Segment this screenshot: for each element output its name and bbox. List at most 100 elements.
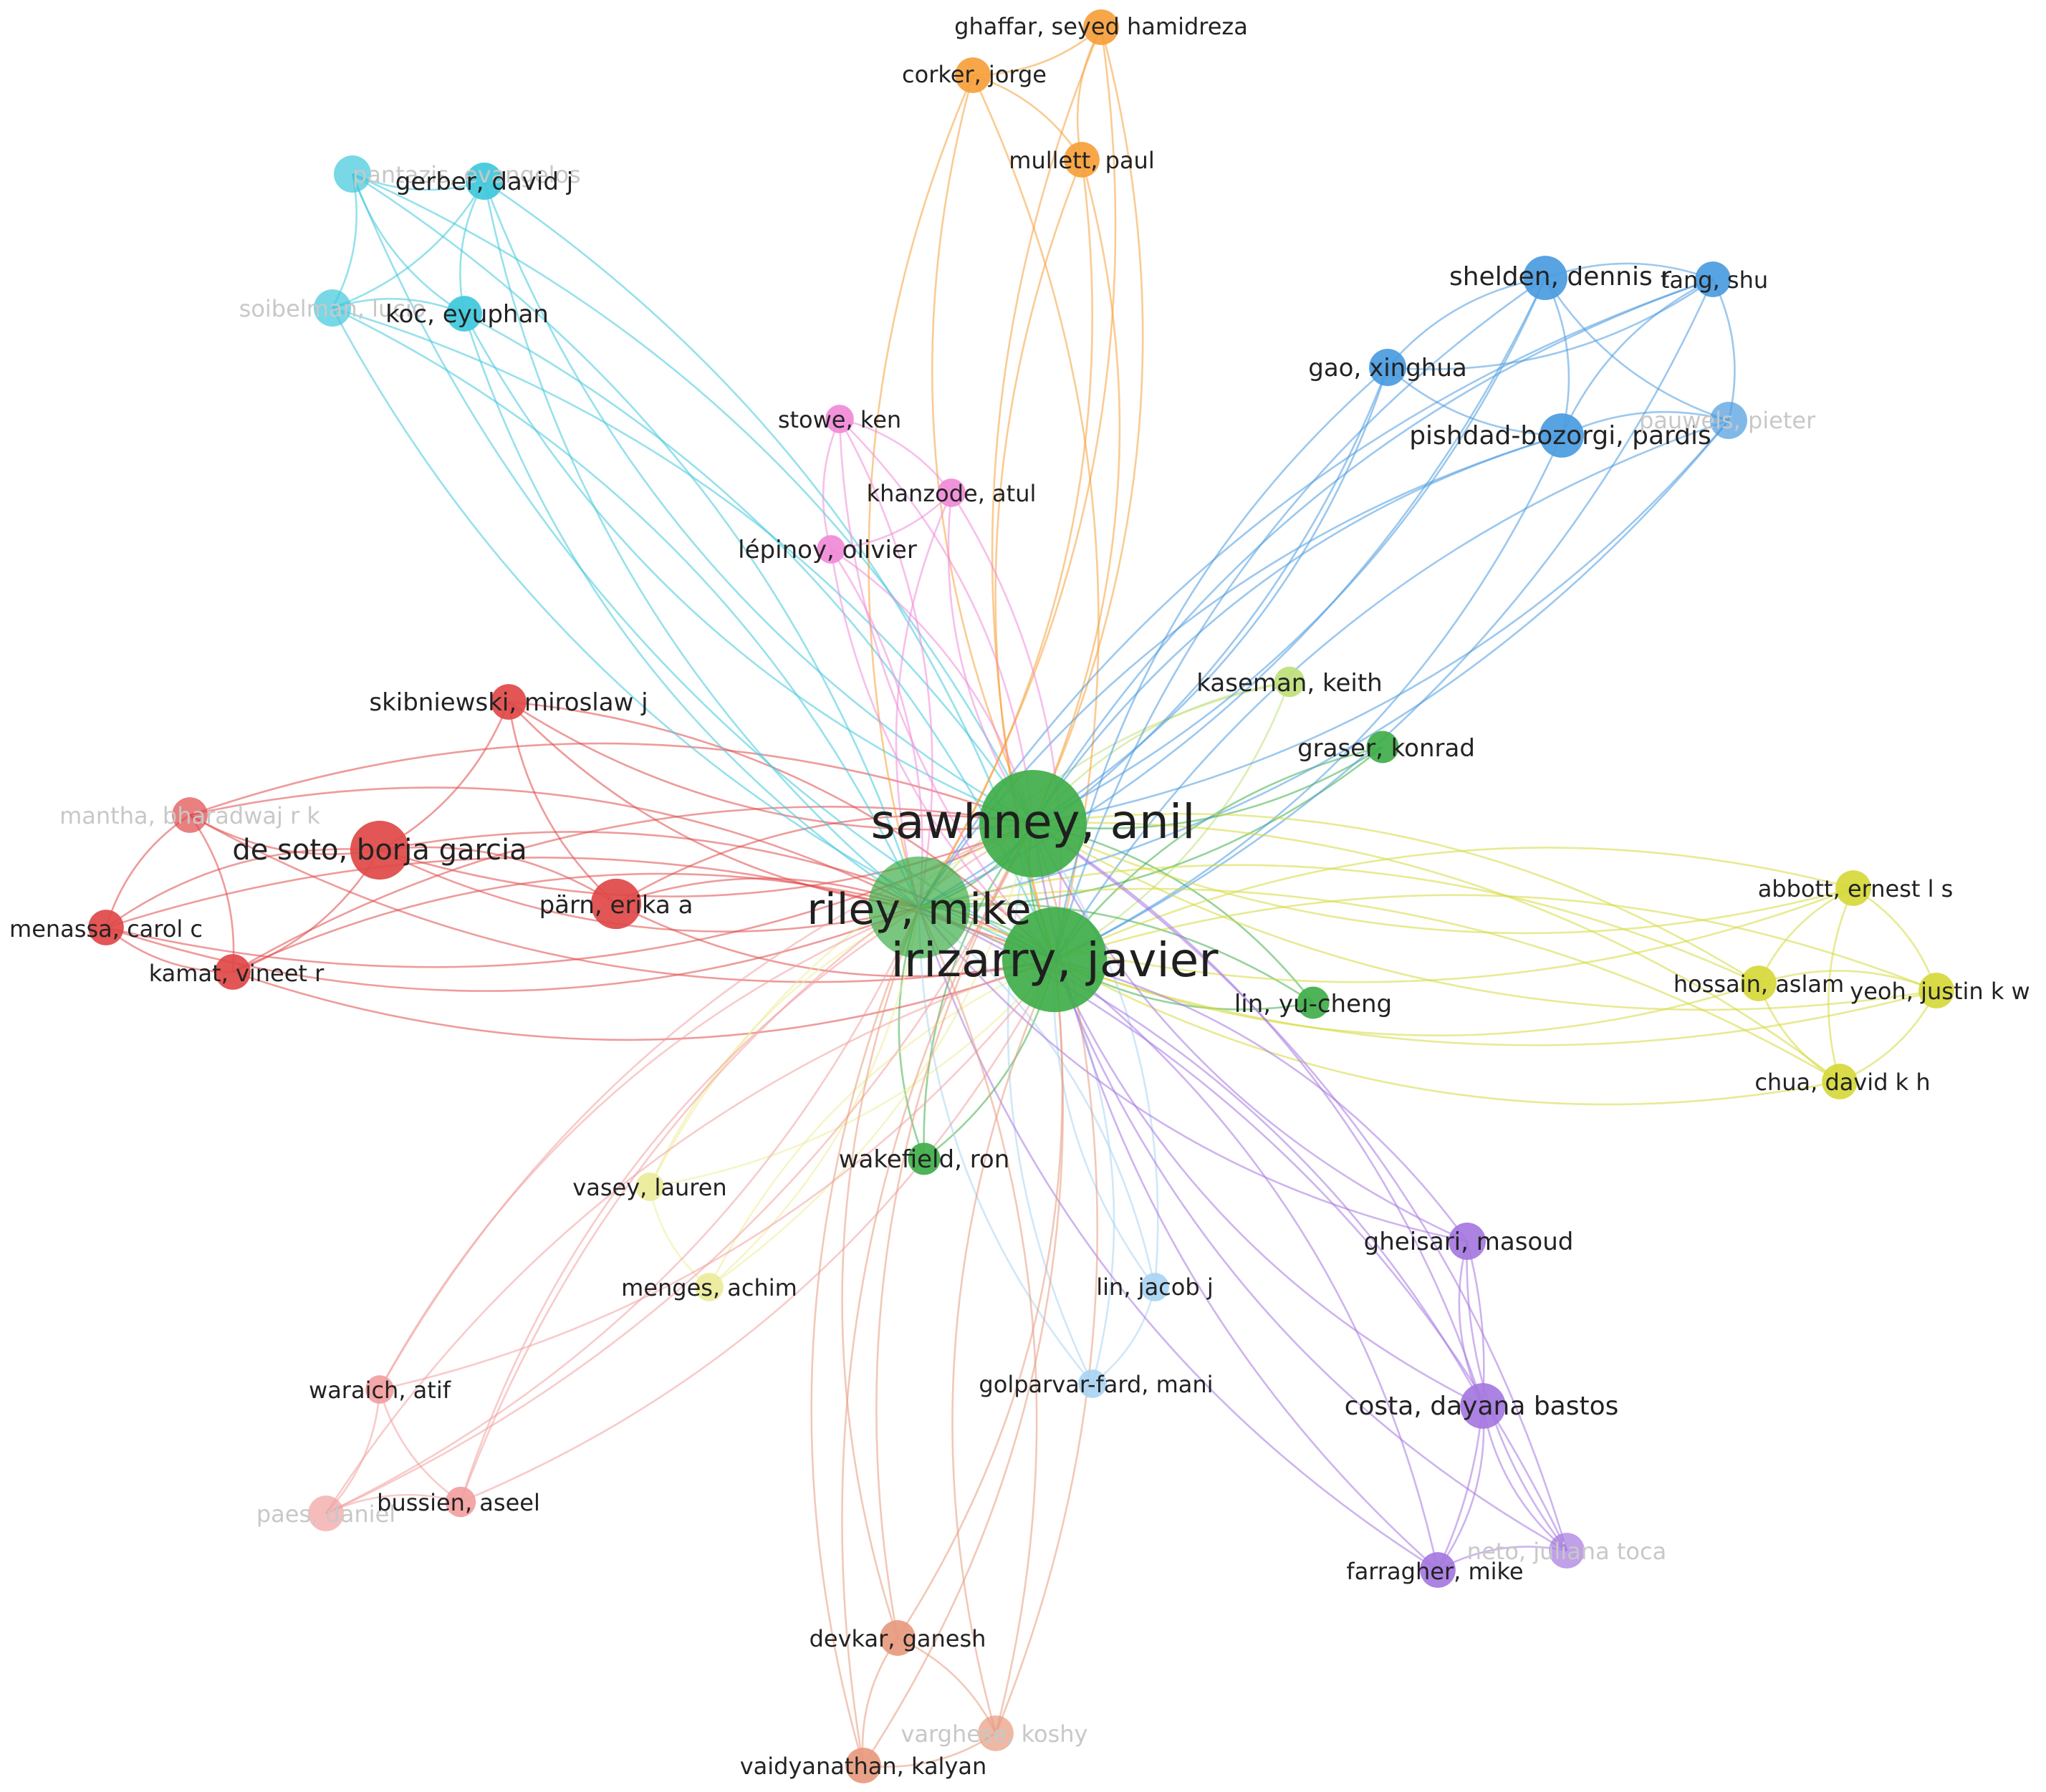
edge-desoto-parn: [379, 846, 617, 905]
node-linjacob[interactable]: [1140, 1273, 1169, 1301]
node-parn[interactable]: [590, 878, 642, 930]
node-irizarry[interactable]: [1002, 907, 1108, 1013]
edge-pantazis-koc: [351, 173, 465, 315]
edge-irizarry-pauwels: [1053, 419, 1729, 960]
node-costa[interactable]: [1460, 1383, 1506, 1429]
label-gheisari: gheisari, masoud: [1364, 1228, 1574, 1256]
edge-irizarry-varghese: [951, 959, 1056, 1734]
edge-sawhney-mullett: [1032, 159, 1121, 824]
node-farragher[interactable]: [1420, 1552, 1456, 1588]
node-waraich[interactable]: [365, 1375, 394, 1404]
edge-sawhney-koc: [463, 313, 1034, 825]
node-pauwels[interactable]: [1710, 402, 1747, 439]
node-desoto[interactable]: [350, 820, 410, 880]
node-mullett[interactable]: [1064, 142, 1100, 178]
edge-riley-waraich: [378, 906, 920, 1390]
node-vaidyanathan[interactable]: [845, 1748, 881, 1783]
node-stowe[interactable]: [825, 405, 854, 433]
node-abbott[interactable]: [1835, 870, 1871, 906]
edge-waraich-bussien: [378, 1389, 461, 1503]
edge-sawhney-gheisari: [1032, 823, 1468, 1243]
edge-sawhney-menges: [709, 823, 1034, 1288]
node-devkar[interactable]: [880, 1620, 916, 1656]
edge-sawhney-gerber: [483, 180, 1034, 825]
label-gerber: gerber, david j: [395, 168, 573, 196]
node-gheisari[interactable]: [1449, 1223, 1486, 1260]
nodes-layer: [88, 9, 1954, 1783]
node-khanzode[interactable]: [937, 478, 966, 507]
label-menges: menges, achim: [621, 1274, 797, 1301]
label-soibelman: soibelman, lucio: [239, 295, 426, 322]
edge-irizarry-abbott: [1054, 847, 1854, 961]
node-gerber[interactable]: [466, 163, 503, 200]
edge-irizarry-chua: [1054, 958, 1840, 1106]
edge-irizarry-menges: [708, 958, 1055, 1288]
node-shelden[interactable]: [1523, 256, 1567, 300]
edge-irizarry-hossain: [1054, 958, 1759, 1037]
node-soibelman[interactable]: [314, 289, 351, 327]
edge-sawhney-tang: [1032, 278, 1714, 824]
edge-riley-soibelman: [332, 307, 921, 908]
node-pishdad[interactable]: [1540, 413, 1584, 458]
edge-tang-pishdad: [1560, 278, 1714, 436]
edge-irizarry-stowe: [838, 418, 1055, 960]
label-riley: riley, mike: [807, 885, 1031, 935]
node-tocaneiro[interactable]: [1549, 1533, 1585, 1569]
edge-riley-desoto: [379, 849, 920, 933]
node-chua[interactable]: [1822, 1064, 1858, 1099]
edge-irizarry-mantha: [189, 814, 1055, 983]
node-corker[interactable]: [955, 57, 991, 93]
node-menges[interactable]: [695, 1273, 724, 1301]
label-costa: costa, dayana bastos: [1345, 1392, 1619, 1421]
node-hossain[interactable]: [1741, 965, 1777, 1001]
node-koc[interactable]: [446, 296, 482, 332]
node-lepinoy[interactable]: [817, 535, 845, 564]
edge-stowe-lepinoy: [822, 418, 841, 550]
label-paes: paes, daniel: [256, 1500, 395, 1528]
node-menassa[interactable]: [88, 910, 124, 945]
node-kaseman[interactable]: [1274, 666, 1305, 698]
node-skib[interactable]: [491, 684, 527, 720]
node-yeoh[interactable]: [1918, 973, 1954, 1008]
node-gao[interactable]: [1369, 349, 1406, 386]
label-linjacob: lin, jacob j: [1096, 1273, 1213, 1301]
node-kamat[interactable]: [215, 954, 251, 990]
edge-riley-vaidyanathan: [810, 907, 921, 1766]
edge-riley-hossain: [918, 864, 1759, 985]
edge-sawhney-mantha: [189, 742, 1034, 825]
node-vasey[interactable]: [635, 1172, 664, 1201]
edge-riley-gerber: [483, 180, 920, 909]
node-sawhney[interactable]: [979, 770, 1087, 877]
edges-layer: [105, 27, 1938, 1768]
node-riley[interactable]: [868, 856, 971, 959]
node-ghaffar[interactable]: [1083, 9, 1119, 45]
edge-desoto-skib: [379, 701, 510, 852]
node-tang[interactable]: [1695, 261, 1731, 297]
label-pauwels: pauwels, pieter: [1639, 407, 1816, 434]
node-golparvar[interactable]: [1078, 1369, 1107, 1398]
label-farragher: farragher, mike: [1346, 1558, 1523, 1585]
node-wakefield[interactable]: [908, 1142, 941, 1175]
node-linyu[interactable]: [1297, 986, 1330, 1019]
node-graser[interactable]: [1366, 731, 1399, 763]
node-mantha[interactable]: [172, 797, 208, 833]
edge-riley-koc: [463, 313, 920, 909]
edge-riley-paes: [325, 907, 921, 1515]
label-vasey: vasey, lauren: [572, 1174, 726, 1201]
node-bussien[interactable]: [445, 1486, 476, 1518]
edge-sawhney-pantazis: [352, 173, 1034, 824]
label-gao: gao, xinghua: [1308, 354, 1466, 382]
edge-gao-pishdad: [1387, 367, 1562, 437]
edge-sawhney-stowe: [839, 418, 1034, 824]
node-pantazis[interactable]: [334, 155, 371, 193]
label-menassa: menassa, carol c: [9, 915, 203, 943]
edge-sawhney-hossain: [1032, 812, 1759, 985]
node-paes[interactable]: [308, 1495, 344, 1531]
label-shelden: shelden, dennis r: [1449, 262, 1671, 292]
node-varghese[interactable]: [978, 1715, 1014, 1751]
edge-irizarry-shelden: [1053, 276, 1546, 960]
edge-ghaffar-mullett: [1076, 27, 1103, 160]
label-skib: skibniewski, miroslaw j: [369, 688, 648, 717]
edge-gerber-soibelman: [332, 180, 486, 309]
